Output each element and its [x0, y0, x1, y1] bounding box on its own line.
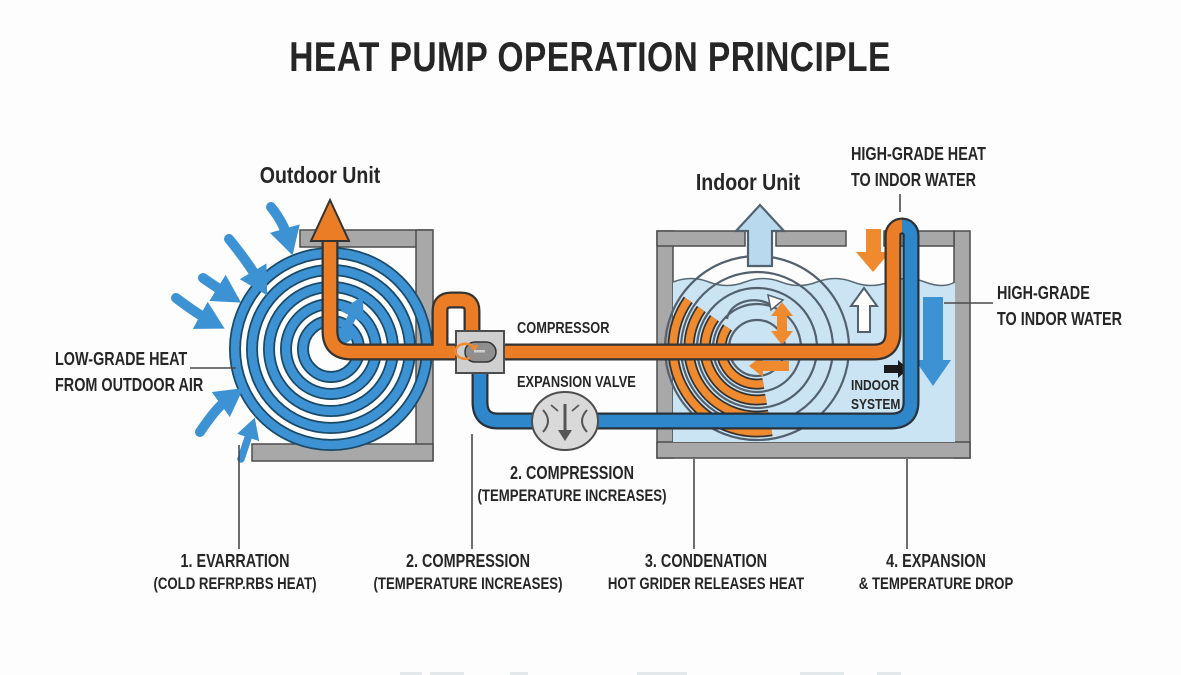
step-label-3: 3. CONDENATION HOT GRIDER RELEASES HEAT [607, 551, 805, 593]
orange-down-arrow-icon [856, 229, 890, 272]
warm-air-arrow-icon [733, 203, 787, 268]
compressor-icon [454, 330, 505, 374]
heat-out-arrowhead [309, 197, 351, 242]
low-grade-heat-label: LOW-GRADE HEAT FROM OUTDOOR AIR [55, 349, 204, 395]
high-grade-right-label: HIGH-GRADE TO INDOR WATER [997, 283, 1123, 329]
compressor-label: COMPRESSOR [517, 320, 610, 337]
bottom-artifact [400, 672, 901, 675]
indoor-system-label: INDOOR SYSTEM [851, 377, 901, 413]
step-label-1: 1. EVARRATION (COLD REFRP.RBS HEAT) [153, 551, 317, 593]
wind-arrow-icons [171, 202, 300, 463]
page-title: HEAT PUMP OPERATION PRINCIPLE [289, 33, 891, 80]
hollow-up-arrow-icon [849, 286, 879, 333]
high-grade-heat-top-label: HIGH-GRADE HEAT TO INDOR WATER [851, 144, 986, 190]
step-label-4: 4. EXPANSION & TEMPERATURE DROP [858, 551, 1014, 593]
black-right-arrow-icon [884, 360, 908, 378]
step-label-2: 2. COMPRESSION (TEMPERATURE INCREASES) [373, 551, 563, 593]
leader-lines [190, 194, 993, 549]
indoor-unit-label: Indoor Unit [695, 169, 801, 195]
coil-exchange-arrow-icon [333, 295, 364, 352]
expansion-valve-label: EXPANSION VALVE [517, 374, 636, 391]
hot-refrigerant-pipe [309, 197, 904, 361]
expansion-valve-icon [531, 391, 599, 451]
cold-refrigerant-pipe [471, 217, 920, 430]
rotation-arrow-icon [725, 293, 785, 320]
mid-step-label: 2. COMPRESSION (TEMPERATURE INCREASES) [477, 463, 667, 505]
orange-double-arrow-icon [771, 302, 793, 345]
outdoor-unit-label: Outdoor Unit [259, 162, 381, 188]
blue-down-arrow-icon [915, 297, 951, 386]
